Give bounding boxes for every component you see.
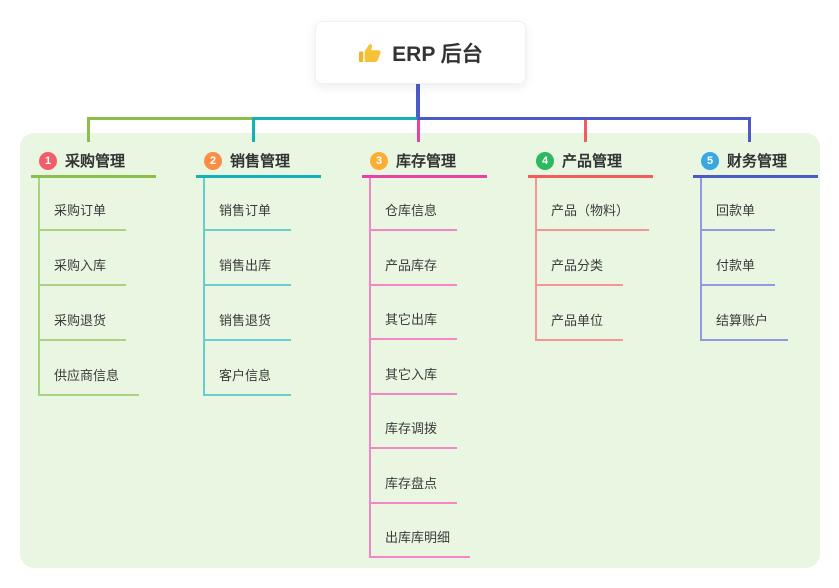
- branch-number-badge: 1: [39, 151, 57, 170]
- connector-drop-product: [584, 120, 587, 142]
- node-stock-transfer[interactable]: 库存调拨: [369, 420, 458, 449]
- node-stock-count[interactable]: 库存盘点: [369, 475, 458, 504]
- branch-rail-product: [535, 178, 537, 341]
- branch-number-badge: 5: [701, 151, 719, 170]
- connector-hbar-finance: [417, 117, 751, 120]
- branch-label: 财务管理: [727, 153, 788, 170]
- node-outbound-detail[interactable]: 出库库明细: [369, 529, 471, 558]
- node-product-unit[interactable]: 产品单位: [535, 312, 624, 341]
- root-node[interactable]: ERP 后台: [315, 21, 526, 84]
- node-sales-return[interactable]: 销售退货: [203, 312, 292, 341]
- node-purchase-inbound[interactable]: 采购入库: [38, 257, 127, 286]
- node-product-category[interactable]: 产品分类: [535, 257, 624, 286]
- node-purchase-return[interactable]: 采购退货: [38, 312, 127, 341]
- node-supplier-info[interactable]: 供应商信息: [38, 367, 140, 396]
- connector-drop-sales: [252, 117, 255, 142]
- node-warehouse-info[interactable]: 仓库信息: [369, 202, 458, 231]
- branch-rail-sales: [203, 178, 205, 396]
- branch-title-purchase[interactable]: 1 采购管理: [31, 146, 156, 178]
- connector-hbar-sales: [253, 117, 418, 120]
- connector-root-drop: [416, 82, 420, 120]
- node-purchase-order[interactable]: 采购订单: [38, 202, 127, 231]
- node-sales-outbound[interactable]: 销售出库: [203, 257, 292, 286]
- node-payment-bill[interactable]: 付款单: [700, 257, 776, 286]
- branch-title-finance[interactable]: 5 财务管理: [693, 146, 818, 178]
- root-node-label: ERP 后台: [392, 42, 483, 66]
- branch-label: 采购管理: [65, 153, 126, 170]
- branch-title-inventory[interactable]: 3 库存管理: [362, 146, 487, 178]
- node-settlement-account[interactable]: 结算账户: [700, 312, 789, 341]
- node-other-inbound[interactable]: 其它入库: [369, 366, 458, 395]
- connector-drop-finance: [748, 117, 751, 142]
- branch-number-badge: 3: [370, 151, 388, 170]
- node-product-stock[interactable]: 产品库存: [369, 257, 458, 286]
- branch-number-badge: 2: [204, 151, 222, 170]
- connector-drop-inventory: [417, 120, 420, 142]
- thumbs-up-icon: [358, 41, 382, 65]
- node-sales-order[interactable]: 销售订单: [203, 202, 292, 231]
- node-customer-info[interactable]: 客户信息: [203, 367, 292, 396]
- node-product-material[interactable]: 产品（物料）: [535, 202, 650, 231]
- connector-drop-purchase: [87, 117, 90, 142]
- branch-title-product[interactable]: 4 产品管理: [528, 146, 653, 178]
- node-other-outbound[interactable]: 其它出库: [369, 311, 458, 340]
- connector-hbar-purchase: [87, 117, 254, 120]
- branch-label: 产品管理: [562, 153, 623, 170]
- branch-number-badge: 4: [536, 151, 554, 170]
- branch-rail-purchase: [38, 178, 40, 396]
- branch-title-sales[interactable]: 2 销售管理: [196, 146, 321, 178]
- branch-label: 库存管理: [396, 153, 457, 170]
- branch-rail-finance: [700, 178, 702, 341]
- branch-rail-inventory: [369, 178, 371, 558]
- node-receipt-bill[interactable]: 回款单: [700, 202, 776, 231]
- canvas-panel: [20, 133, 820, 568]
- branch-label: 销售管理: [230, 153, 291, 170]
